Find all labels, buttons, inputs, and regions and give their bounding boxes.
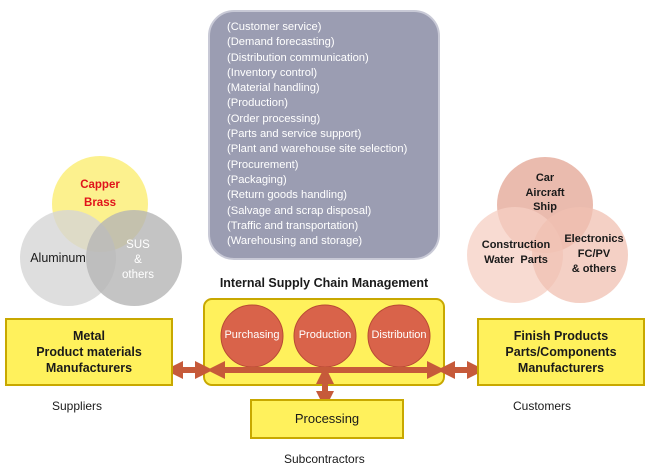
manufacturers-line: Manufacturers (45, 361, 133, 375)
venn-circle-electronics (532, 207, 628, 303)
activity-item: (Distribution communication) (227, 51, 369, 64)
metal-venn (20, 156, 182, 306)
customers-caption: Customers (513, 399, 572, 413)
and-text: & (134, 254, 142, 266)
suppliers-caption: Suppliers (52, 399, 103, 413)
product-materials-line: Product materials (36, 345, 142, 359)
activity-item: (Demand forecasting) (227, 36, 335, 49)
activity-item: (Warehousing and storage) (227, 235, 363, 248)
activity-item: (Traffic and transportation) (227, 219, 359, 232)
copper-brass-label: Capper Brass (70, 176, 130, 212)
processing-box: Processing (250, 399, 404, 439)
others-text: & others (571, 263, 617, 275)
internal-scm-title: Internal Supply Chain Management (219, 276, 429, 290)
product-venn (467, 157, 628, 303)
activities-list: (Customer service) (Demand forecasting) … (227, 20, 442, 249)
activity-item: (Return goods handling) (227, 189, 348, 202)
construction-text: Construction (481, 239, 551, 251)
activity-item: (Customer service) (227, 21, 322, 33)
electronics-label: Electronics FC/PV & others (558, 232, 630, 277)
sus-text: SUS (126, 239, 150, 251)
production-label: Production (298, 329, 352, 341)
activity-item: (Procurement) (227, 158, 299, 171)
metal-manufacturers-box: Metal Product materials Manufacturers (5, 318, 173, 386)
activity-item: (Material handling) (227, 82, 320, 95)
purchasing-label: Purchasing (224, 329, 280, 341)
water-parts-text: Water Parts (484, 254, 548, 266)
finish-products-box: Finish Products Parts/Components Manufac… (477, 318, 645, 386)
metal-line: Metal (73, 329, 105, 343)
car-text: Car (535, 172, 555, 184)
others-text: others (122, 269, 154, 281)
activity-item: (Production) (227, 97, 288, 110)
venn-circle-sus (86, 210, 182, 306)
activity-item: (Packaging) (227, 173, 287, 186)
copper-text: Capper (80, 179, 120, 191)
ship-text: Ship (533, 201, 557, 213)
subcontractors-caption: Subcontractors (284, 452, 365, 466)
brass-text: Brass (84, 197, 116, 209)
activities-panel (208, 10, 440, 260)
activity-item: (Parts and service support) (227, 128, 362, 141)
venn-circle-aluminum (20, 210, 116, 306)
fc-pv-text: FC/PV (577, 248, 611, 260)
manufacturers-line: Manufacturers (517, 361, 605, 375)
parts-components-line: Parts/Components (505, 345, 617, 359)
electronics-text: Electronics (564, 233, 624, 245)
aluminum-label: Aluminum (30, 251, 86, 265)
aircraft-text: Aircraft (525, 186, 565, 199)
construction-label: Construction Water Parts (476, 238, 556, 268)
distribution-label: Distribution (371, 329, 427, 341)
activity-item: (Order processing) (227, 112, 321, 125)
sus-label: SUS & others (118, 238, 158, 283)
finish-products-line: Finish Products (513, 329, 609, 343)
activity-item: (Inventory control) (227, 66, 318, 79)
activity-item: (Plant and warehouse site selection) (227, 143, 408, 156)
vehicles-label: Car Aircraft Ship (515, 171, 575, 215)
activity-item: (Salvage and scrap disposal) (227, 204, 372, 217)
